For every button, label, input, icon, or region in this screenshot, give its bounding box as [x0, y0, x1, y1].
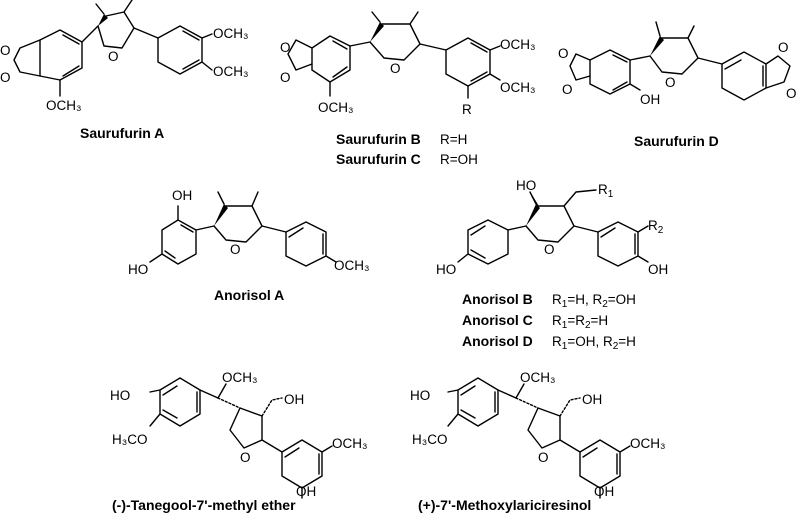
anorisol-d-name: Anorisol D	[462, 333, 533, 349]
methoxylariciresinol-ring-o: O	[538, 450, 549, 465]
saurufurin-d-name: Saurufurin D	[634, 133, 719, 149]
methoxylariciresinol-name: (+)-7'-Methoxylariciresinol	[418, 497, 591, 513]
saurufurin-bc-structure	[287, 11, 501, 99]
saurufurin-c-substituent: R=OH	[440, 152, 478, 167]
saurufurin-d-o-right: O	[778, 40, 789, 55]
saurufurin-a-ring-o: O	[108, 49, 119, 64]
saurufurin-a-name: Saurufurin A	[80, 125, 164, 141]
methoxylariciresinol-structure	[447, 377, 631, 499]
anorisol-a-ring-o: O	[230, 242, 241, 257]
tanegool-och3-top: OCH₃	[222, 370, 258, 385]
tanegool-name: (-)-Tanegool-7'-methyl ether	[112, 497, 296, 513]
tanegool-ring-o: O	[240, 450, 251, 465]
saurufurin-a-o-left2: O	[0, 70, 11, 85]
saurufurin-a-o-left: O	[0, 43, 11, 58]
saurufurin-bc-och3-bottom: OCH₃	[318, 100, 354, 115]
saurufurin-bc-ring-o: O	[390, 61, 401, 76]
saurufurin-d-o-left2: O	[562, 82, 573, 97]
saurufurin-d-o-left: O	[558, 46, 569, 61]
saurufurin-b-substituent: R=H	[440, 132, 467, 147]
anorisol-bcd-r1: R1	[598, 182, 614, 200]
saurufurin-bc-o-left: O	[280, 40, 291, 55]
saurufurin-bc-o-left2: O	[280, 70, 291, 85]
saurufurin-a-structure	[13, 0, 213, 97]
anorisol-a-oh-top: OH	[172, 188, 192, 203]
saurufurin-a-och3-top: OCH₃	[213, 26, 249, 41]
anorisol-d-substituent: R1=OH, R2=H	[552, 334, 636, 352]
saurufurin-a-och3-bottom: OCH₃	[46, 98, 82, 113]
saurufurin-d-ring-o: O	[665, 75, 676, 90]
tanegool-ho: HO	[110, 388, 130, 403]
tanegool-oh-chain: OH	[284, 392, 304, 407]
anorisol-b-name: Anorisol B	[462, 291, 533, 307]
anorisol-bcd-ring-o: O	[544, 242, 555, 257]
saurufurin-d-oh: OH	[640, 92, 660, 107]
saurufurin-b-name: Saurufurin B	[336, 131, 421, 147]
saurufurin-c-name: Saurufurin C	[336, 151, 421, 167]
anorisol-bcd-ho-left: HO	[436, 262, 456, 277]
saurufurin-bc-r-label: R	[462, 102, 472, 117]
tanegool-structure	[149, 377, 333, 499]
anorisol-bcd-oh-right: OH	[648, 262, 668, 277]
methoxylariciresinol-ho: HO	[410, 388, 430, 403]
saurufurin-bc-och3-top: OCH₃	[500, 37, 536, 52]
anorisol-bcd-r2: R2	[648, 218, 664, 236]
methoxylariciresinol-och3-right: OCH₃	[630, 436, 666, 451]
anorisol-c-name: Anorisol C	[462, 312, 533, 328]
tanegool-och3-right: OCH₃	[332, 436, 368, 451]
methoxylariciresinol-oh-bottom: OH	[594, 484, 614, 499]
anorisol-a-name: Anorisol A	[214, 287, 284, 303]
anorisol-b-substituent: R1=H, R2=OH	[552, 292, 636, 310]
methoxylariciresinol-h3co: H₃CO	[412, 432, 448, 447]
anorisol-bcd-ho-top: HO	[516, 178, 536, 193]
anorisol-bcd-structure	[457, 189, 649, 267]
tanegool-h3co: H₃CO	[112, 432, 148, 447]
anorisol-a-och3: OCH₃	[334, 258, 370, 273]
saurufurin-bc-och3-right: OCH₃	[500, 80, 536, 95]
anorisol-a-ho-left: HO	[128, 262, 148, 277]
saurufurin-d-structure	[569, 21, 791, 101]
saurufurin-a-och3-right: OCH₃	[213, 64, 249, 79]
saurufurin-d-o-right2: O	[786, 86, 797, 101]
anorisol-c-substituent: R1=R2=H	[552, 313, 608, 331]
methoxylariciresinol-oh-chain: OH	[582, 392, 602, 407]
methoxylariciresinol-och3-top: OCH₃	[520, 370, 556, 385]
anorisol-a-structure	[149, 191, 337, 267]
tanegool-oh-bottom: OH	[296, 484, 316, 499]
